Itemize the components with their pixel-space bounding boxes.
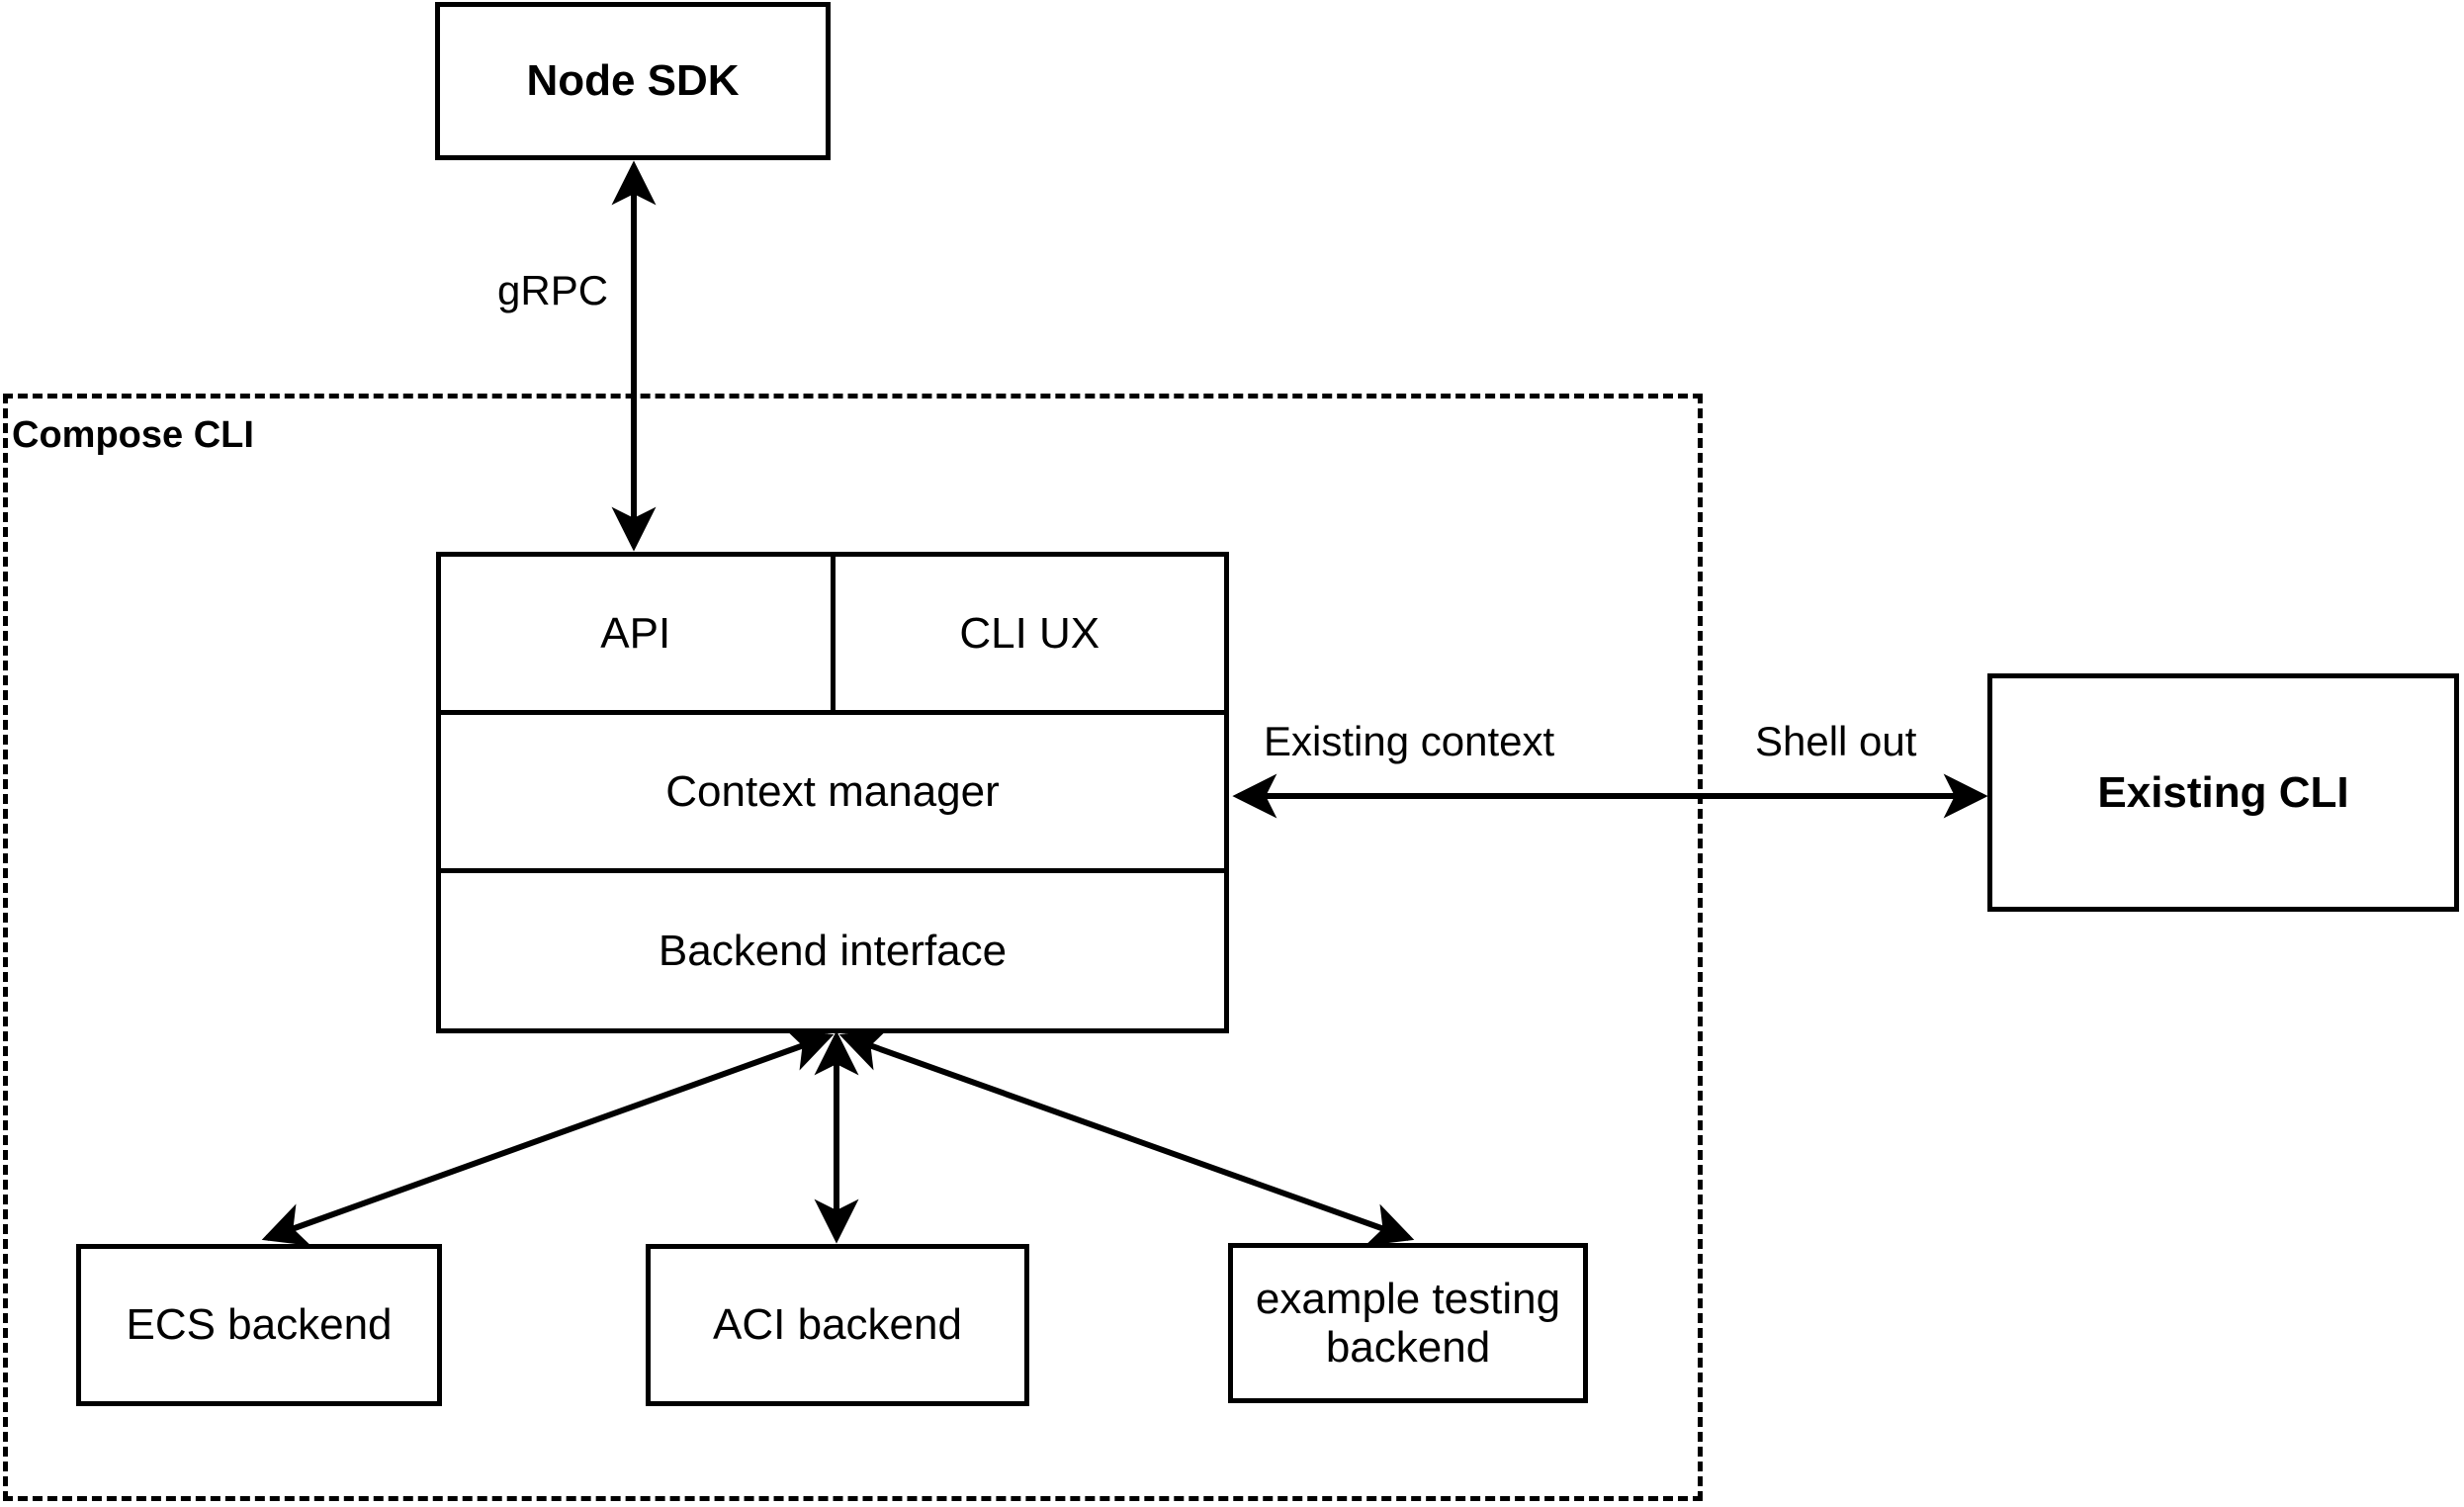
node-node-sdk-label: Node SDK [526, 56, 740, 106]
compose-cli-stack: API CLI UX Context manager Backend inter… [436, 552, 1229, 1033]
node-context-manager-label: Context manager [665, 766, 1000, 816]
node-example-testing-backend-line2: backend [1325, 1323, 1491, 1372]
node-ecs-backend[interactable]: ECS backend [76, 1244, 442, 1406]
group-compose-cli [3, 394, 1703, 1501]
group-compose-cli-label: Compose CLI [12, 414, 254, 456]
node-backend-interface-label: Backend interface [658, 926, 1008, 975]
edge-label-shell-out: Shell out [1755, 718, 1917, 764]
node-existing-cli[interactable]: Existing CLI [1987, 673, 2459, 912]
edge-label-grpc: gRPC [497, 267, 609, 313]
node-api[interactable]: API [441, 557, 831, 710]
node-context-manager[interactable]: Context manager [441, 710, 1224, 868]
node-backend-interface[interactable]: Backend interface [441, 868, 1224, 1028]
node-example-testing-backend-line1: example testing [1255, 1274, 1561, 1323]
node-aci-backend[interactable]: ACI backend [646, 1244, 1029, 1406]
node-example-testing-backend[interactable]: example testing backend [1228, 1243, 1588, 1403]
node-api-label: API [600, 608, 671, 658]
node-existing-cli-label: Existing CLI [2097, 767, 2349, 817]
edge-backend-ecs-line [261, 1028, 835, 1246]
node-cli-ux[interactable]: CLI UX [830, 557, 1225, 710]
node-node-sdk[interactable]: Node SDK [435, 2, 831, 160]
node-ecs-backend-label: ECS backend [126, 1300, 393, 1350]
node-aci-backend-label: ACI backend [713, 1300, 962, 1350]
node-example-testing-backend-label: example testing backend [1256, 1275, 1560, 1373]
node-cli-ux-label: CLI UX [959, 608, 1100, 658]
stack-row-api-cliux: API CLI UX [441, 557, 1224, 710]
edge-label-existing-context: Existing context [1264, 718, 1555, 764]
edge-backend-example-line [838, 1028, 1415, 1246]
